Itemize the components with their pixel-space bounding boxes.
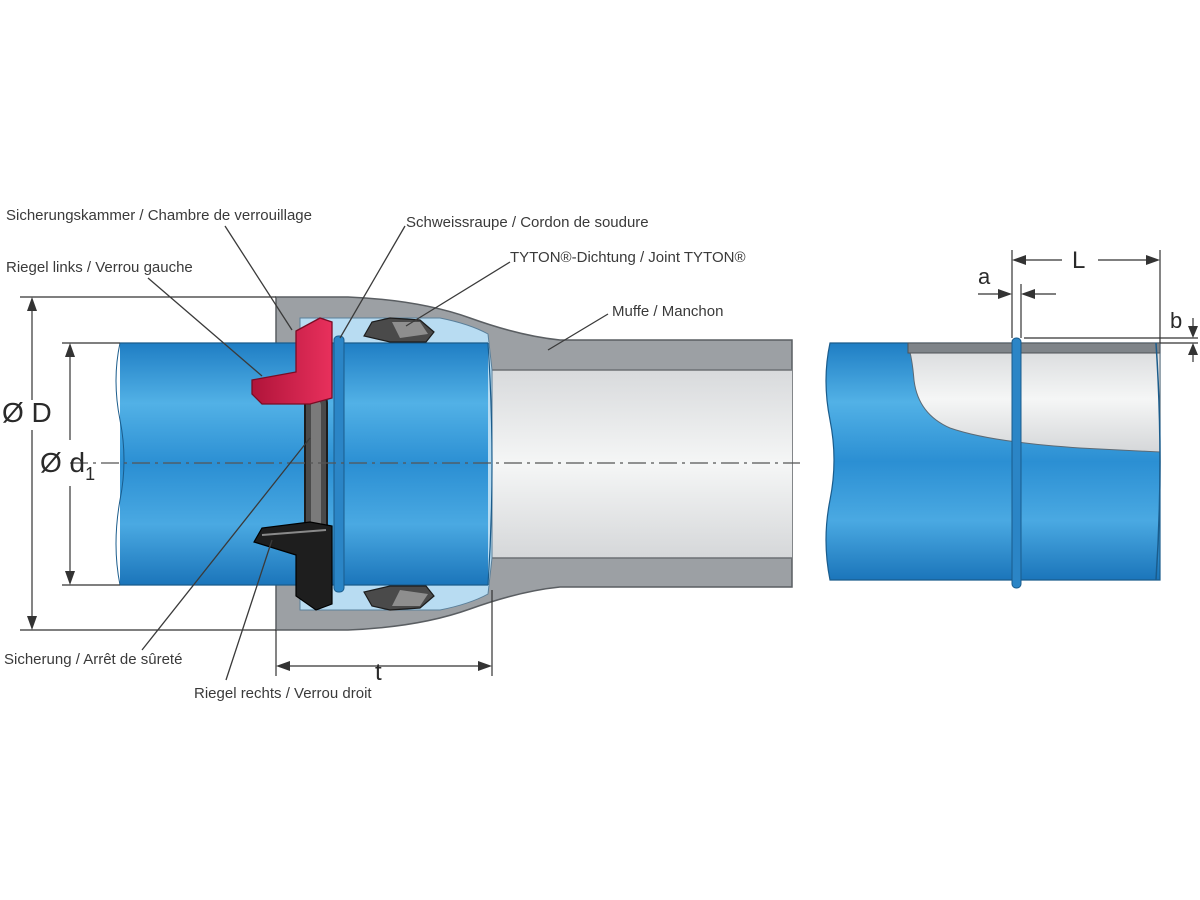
dim-label-a: a [978,264,991,289]
dim-label-b: b [1170,308,1182,333]
leader-riegel-links [147,277,263,377]
leader-muffe [547,313,609,351]
dimension-outer-diameter: Ø D [2,296,276,631]
label-riegel-links: Riegel links / Verrou gauche [6,259,193,276]
right-latch [253,521,333,611]
pipe-end-weld-bead [1011,337,1022,589]
pipe-end-cutaway [907,345,1161,453]
label-tyton: TYTON®-Dichtung / Joint TYTON® [510,249,746,266]
left-latch [251,317,333,405]
dim-label-L: L [1072,247,1085,274]
dim-label-d1-subscript: 1 [85,464,95,484]
label-sicherung: Sicherung / Arrêt de sûreté [4,651,182,668]
dim-label-D: Ø D [2,397,52,428]
dimension-socket-depth: t [275,590,493,686]
socket-bore [492,370,792,558]
leader-sicherung [141,437,311,651]
dimension-inner-diameter: Ø d1 [40,342,120,586]
label-schweissraupe: Schweissraupe / Cordon de soudure [406,214,649,231]
leader-tyton [405,261,511,327]
dimension-bead-offset: a [978,264,1056,338]
leader-riegel-rechts [225,539,273,681]
dim-label-d1: Ø d1 [40,447,95,484]
weld-bead [333,335,345,593]
label-sicherungskammer: Sicherungskammer / Chambre de verrouilla… [6,207,312,224]
leader-schweissraupe [339,225,406,339]
label-riegel-rechts: Riegel rechts / Verrou droit [194,685,372,702]
dimension-bead-height: b [1024,308,1198,362]
dim-label-t: t [375,659,382,686]
label-muffe: Muffe / Manchon [612,303,723,320]
leader-sicherungskammer [224,225,293,331]
